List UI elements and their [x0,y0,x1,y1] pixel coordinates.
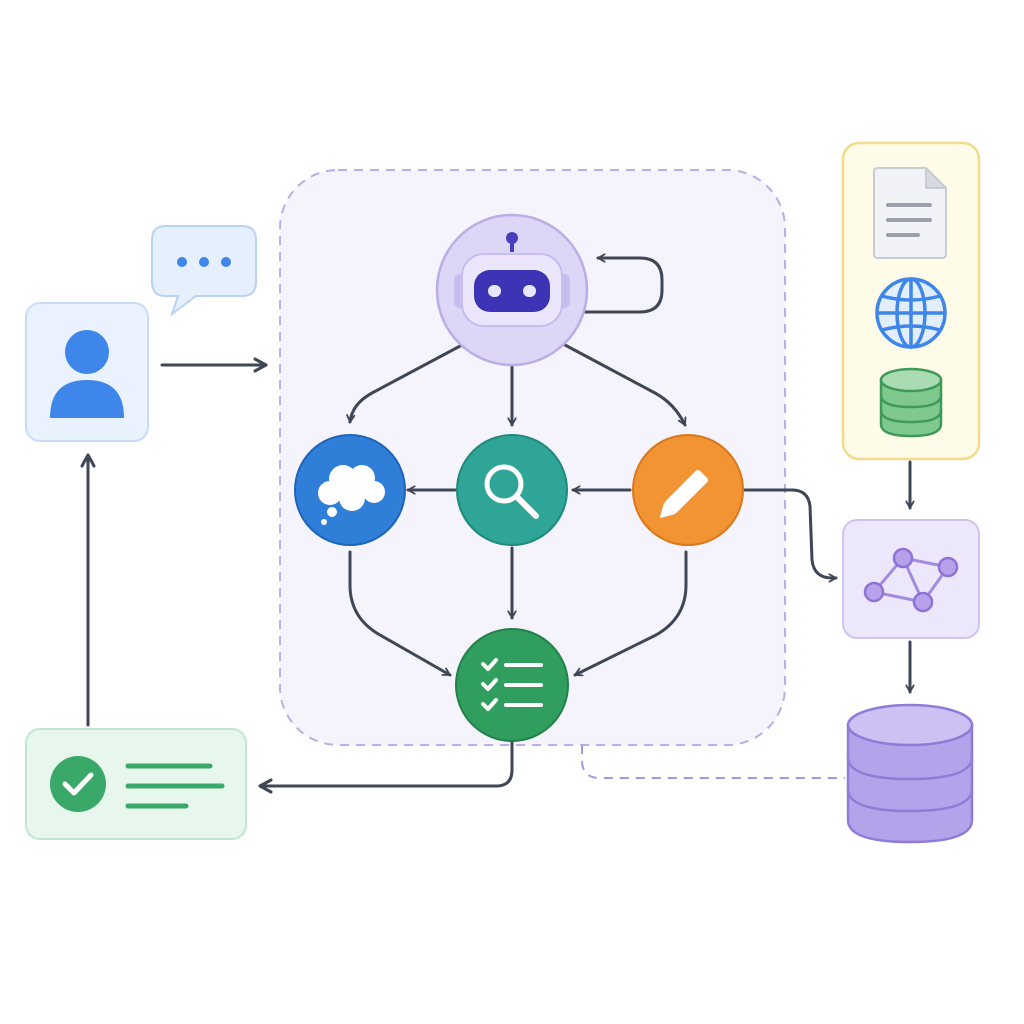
memory-link-dashed [581,745,845,779]
robot-icon [454,232,570,327]
pencil-icon [659,470,708,519]
edge-write-to-plan [573,550,688,677]
knowledge-graph-node[interactable] [842,519,980,639]
graph-network-icon [863,547,959,613]
edge-agent-to-write [563,343,687,427]
user-icon [50,330,124,418]
memory-store-node[interactable] [846,703,974,844]
check-circle-icon [50,756,106,812]
plan-node[interactable] [455,628,569,742]
edge-think-to-plan [348,550,452,677]
think-node[interactable] [294,434,406,546]
edge-write-to-graph [743,488,838,578]
document-icon[interactable] [873,167,947,259]
checklist-icon [481,658,543,711]
database-cylinder-icon [846,703,974,844]
sources-panel [841,141,981,461]
edge-agent-to-think [350,343,464,424]
search-node[interactable] [456,434,568,546]
chat-bubble-icon [151,225,257,317]
globe-icon[interactable] [875,277,947,349]
result-node[interactable] [25,728,247,840]
edge-agent-self-loop [583,258,664,314]
result-text-lines [125,763,225,809]
thought-cloud-icon [318,465,385,525]
database-icon[interactable] [879,367,943,438]
write-node[interactable] [632,434,744,546]
agent-node[interactable] [435,213,589,367]
edge-plan-to-result [258,740,514,794]
user-node[interactable] [25,302,149,442]
magnifier-icon [484,464,539,519]
